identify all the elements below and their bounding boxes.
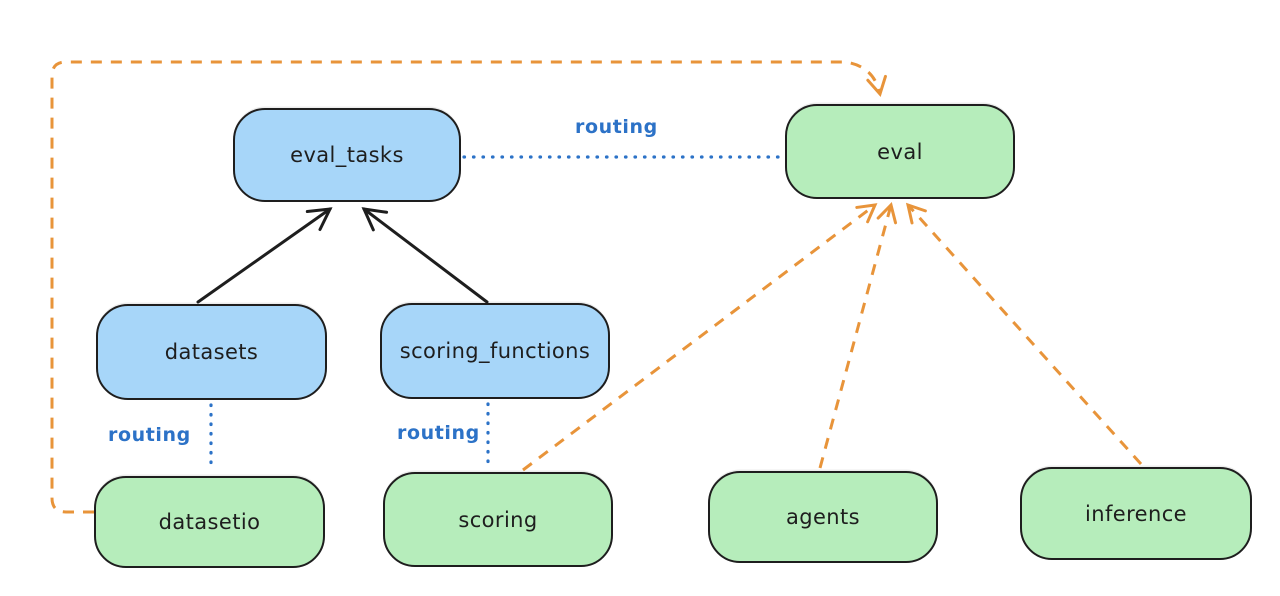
node-scoring-functions: scoring_functions [380,303,610,399]
node-scoring-label: scoring [458,507,538,532]
edge-label-routing-eval-tasks-eval: routing [575,116,658,138]
edge-datasetio-to-eval [50,60,887,514]
node-datasets: datasets [96,304,327,400]
node-eval-tasks: eval_tasks [233,108,461,202]
node-eval-label: eval [877,139,923,164]
node-datasetio: datasetio [94,476,325,568]
node-inference: inference [1020,467,1252,560]
node-agents: agents [708,471,938,563]
node-agents-label: agents [785,505,860,529]
edge-label-routing-datasets-datasetio: routing [108,424,191,446]
node-scoring-functions-label: scoring_functions [399,339,591,363]
edge-label-routing-scoring-functions-scoring: routing [397,422,480,444]
edge-inference-to-eval [905,202,1143,466]
node-eval: eval [785,104,1015,199]
node-eval-tasks-label: eval_tasks [290,143,404,167]
node-inference-label: inference [1085,501,1187,526]
edge-scoring-functions-to-eval-tasks [361,207,489,304]
node-datasetio-label: datasetio [158,510,261,534]
node-datasets-label: datasets [164,340,259,364]
edge-datasets-to-eval-tasks [196,207,333,304]
edge-agents-to-eval [818,202,898,469]
node-scoring: scoring [383,472,613,567]
edge-scoring-to-eval [522,203,878,472]
